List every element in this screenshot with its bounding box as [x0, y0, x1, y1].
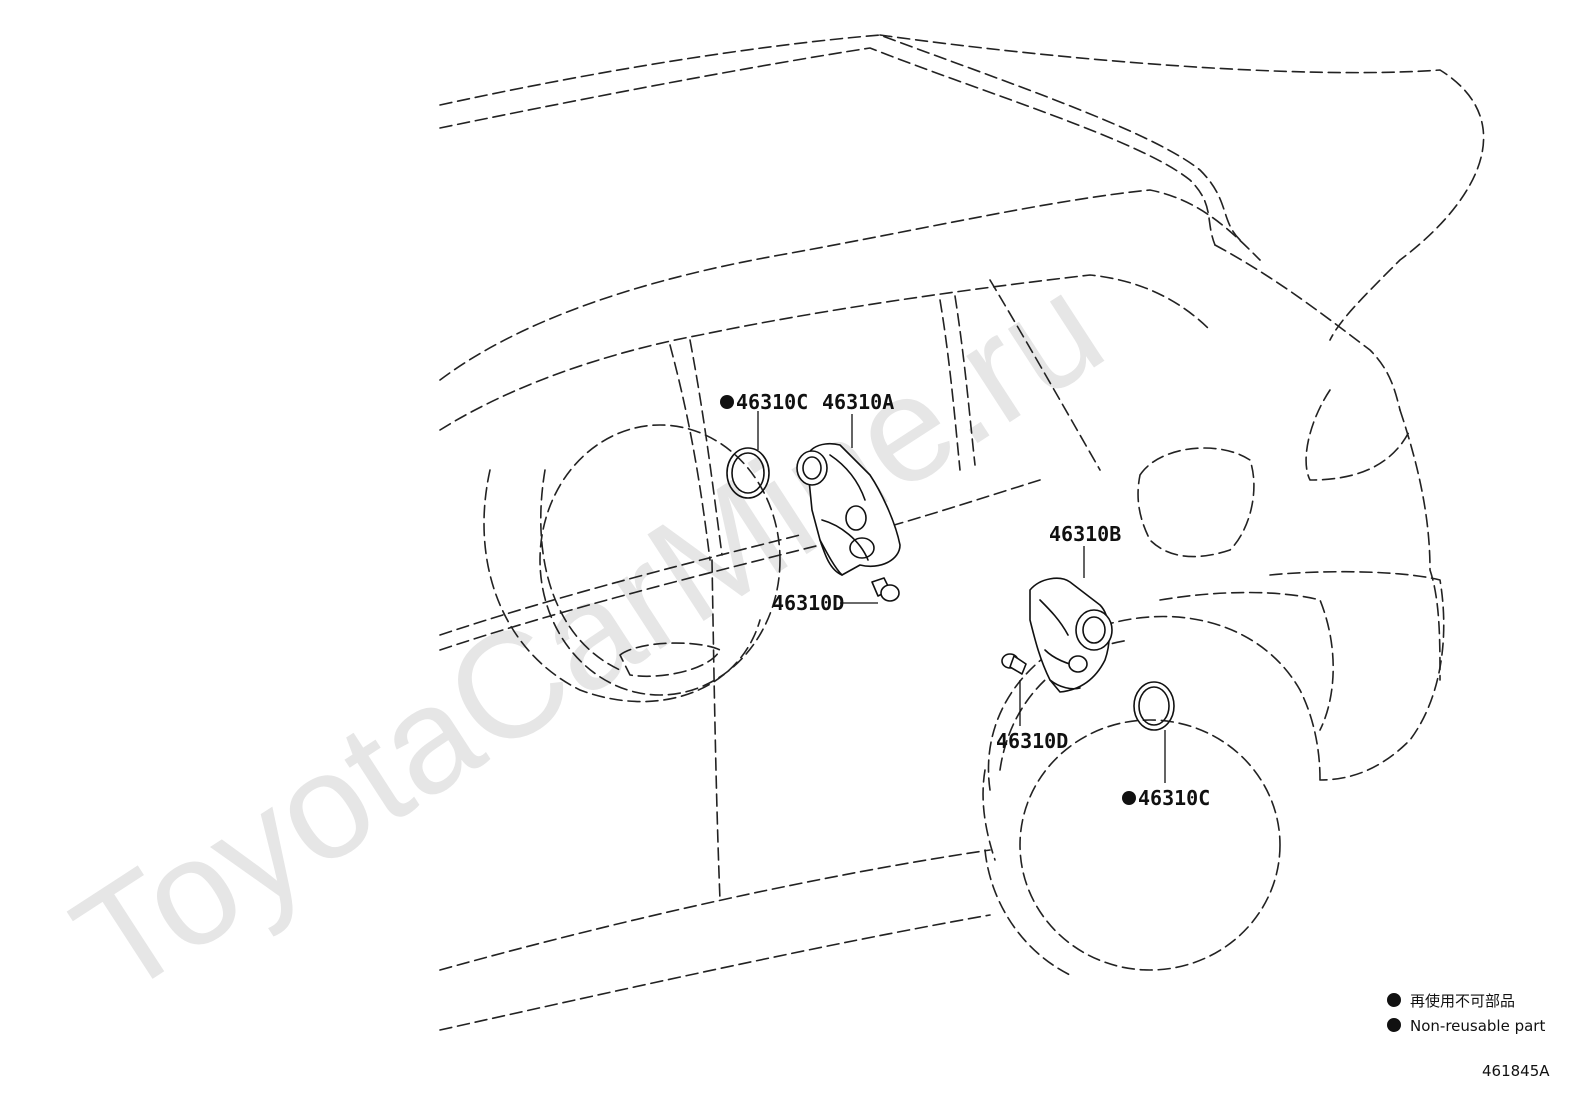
callout-motor-a: 46310A	[822, 390, 894, 414]
callout-labels: 46310C 46310A 46310D 46310B 46310D 46310…	[720, 390, 1210, 810]
legend-english: Non-reusable part	[1410, 1017, 1545, 1035]
callout-seal-lower: 46310C	[1138, 786, 1210, 810]
leader-lines	[757, 411, 1166, 783]
callout-bolt-upper: 46310D	[772, 591, 844, 615]
watermark: ToyotaCarMine.ru	[46, 241, 1130, 1027]
legend-japanese: 再使用不可部品	[1410, 992, 1515, 1010]
non-reusable-marker-icon	[1122, 791, 1136, 805]
non-reusable-marker-icon	[1387, 1018, 1401, 1032]
callout-motor-b: 46310B	[1049, 522, 1121, 546]
vehicle-body-outline	[439, 34, 1485, 1031]
callout-seal-upper: 46310C	[736, 390, 808, 414]
motor-assembly-b	[1029, 577, 1113, 693]
seal-ring-upper	[726, 447, 770, 499]
motor-assembly-a	[796, 443, 901, 576]
seal-ring-lower	[1133, 681, 1175, 731]
non-reusable-marker-icon	[720, 395, 734, 409]
bolt-upper	[871, 577, 900, 602]
non-reusable-marker-icon	[1387, 993, 1401, 1007]
bolt-lower	[1001, 653, 1027, 675]
legend: 再使用不可部品 Non-reusable part	[1387, 992, 1545, 1035]
illustration-id: 461845A	[1482, 1062, 1550, 1080]
callout-bolt-lower: 46310D	[996, 729, 1068, 753]
